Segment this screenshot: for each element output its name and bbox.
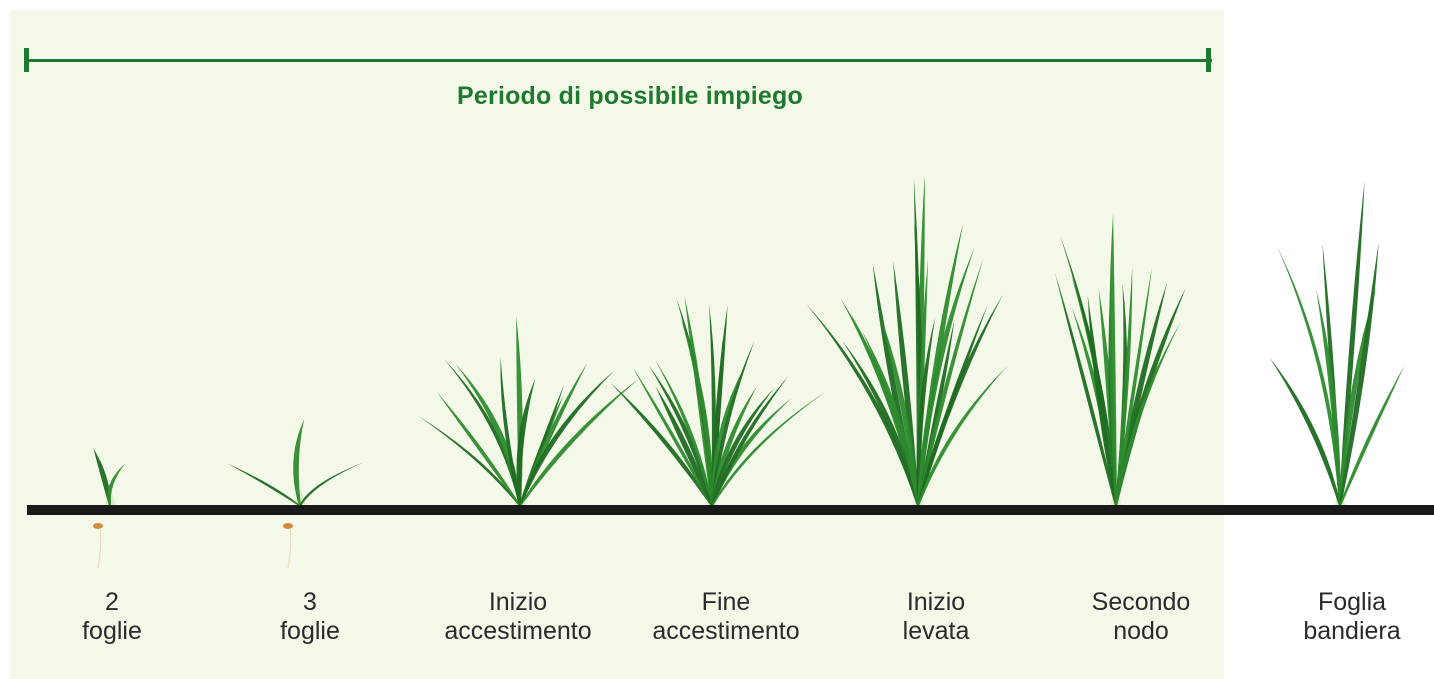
plant-stage-7 bbox=[1269, 180, 1405, 510]
stage-label-7: Foglia bandiera bbox=[1232, 588, 1434, 646]
stage-label-2-line2: foglie bbox=[280, 617, 340, 645]
period-label: Periodo di possibile impiego bbox=[457, 82, 803, 110]
stage-label-3: Inizio accestimento bbox=[398, 588, 638, 646]
stage-label-2-line1: 3 bbox=[303, 588, 317, 616]
stage-label-6-line1: Secondo bbox=[1091, 588, 1191, 616]
stage-label-2: 3 foglie bbox=[190, 588, 430, 646]
stage-label-1: 2 foglie bbox=[0, 588, 232, 646]
period-range-start-cap bbox=[24, 48, 29, 72]
stage-label-7-line1: Foglia bbox=[1317, 588, 1387, 616]
stage-label-6: Secondo nodo bbox=[1021, 588, 1261, 646]
stage-label-5: Inizio levata bbox=[816, 588, 1056, 646]
stage-label-4: Fine accestimento bbox=[606, 588, 846, 646]
stage-label-6-line2: nodo bbox=[1113, 617, 1169, 645]
stage-label-5-line1: Inizio bbox=[906, 588, 966, 616]
stage-label-5-line2: levata bbox=[902, 617, 970, 645]
stage-label-1-line1: 2 bbox=[105, 588, 119, 616]
stage-label-4-line2: accestimento bbox=[652, 617, 800, 645]
plant-stage-2 bbox=[227, 419, 365, 569]
plant-stage-4 bbox=[610, 296, 826, 510]
plant-stage-6 bbox=[1054, 213, 1186, 510]
stage-label-1-line2: foglie bbox=[82, 617, 142, 645]
ground-line bbox=[27, 505, 1434, 515]
stage-label-4-line1: Fine bbox=[701, 588, 751, 616]
stage-label-3-line1: Inizio bbox=[488, 588, 548, 616]
period-range-end-cap bbox=[1206, 48, 1211, 72]
plant-stage-5 bbox=[806, 174, 1008, 510]
application-period-panel bbox=[10, 10, 1224, 679]
stage-label-3-line2: accestimento bbox=[444, 617, 592, 645]
period-range-bar bbox=[24, 59, 1212, 62]
stage-label-7-line2: bandiera bbox=[1303, 617, 1401, 645]
plant-stage-3 bbox=[417, 316, 638, 510]
